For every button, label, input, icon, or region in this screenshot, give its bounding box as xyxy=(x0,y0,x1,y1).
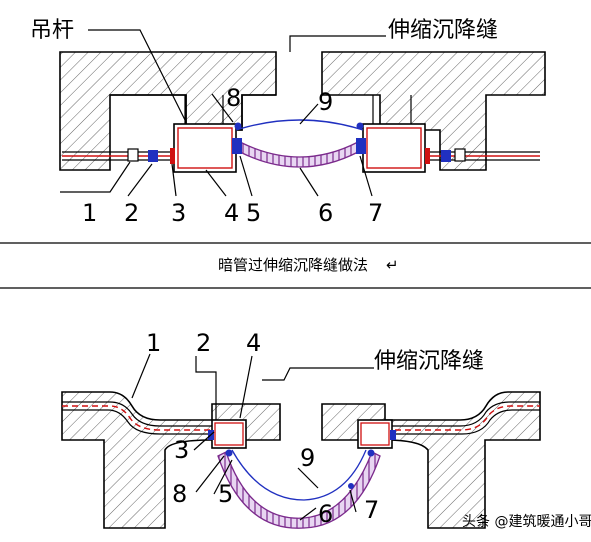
bottom-callout-5: 5 xyxy=(218,480,233,508)
top-callout-9: 9 xyxy=(318,88,333,116)
bottom-left-junction-box xyxy=(211,419,247,449)
bottom-callout-2: 2 xyxy=(196,329,211,357)
top-callout-8: 8 xyxy=(226,84,241,112)
top-callout-1: 1 xyxy=(82,199,97,227)
bottom-callout-4: 4 xyxy=(246,329,261,357)
top-flexible-bellows xyxy=(239,140,359,168)
bottom-callout-6: 6 xyxy=(318,500,333,528)
caption-return-mark: ↵ xyxy=(386,256,399,274)
bottom-callout-1: 1 xyxy=(146,329,161,357)
top-callout-2: 2 xyxy=(124,199,139,227)
top-hanger-label: 吊杆 xyxy=(30,18,74,43)
bottom-diagram: 1 2 4 伸缩沉降缝 3 8 5 9 6 7 头条 @建筑暖通小哥 xyxy=(61,329,591,530)
top-right-slab xyxy=(321,51,546,171)
bottom-callout-3: 3 xyxy=(174,436,189,464)
bottom-joint-label: 伸缩沉降缝 xyxy=(374,349,484,374)
top-joint-label: 伸缩沉降缝 xyxy=(388,18,498,43)
bottom-callout-8: 8 xyxy=(172,480,187,508)
bottom-flexible-bellows xyxy=(217,451,381,529)
watermark: 头条 @建筑暖通小哥 xyxy=(462,513,591,530)
top-diagram: 吊杆 伸缩沉降缝 1 2 3 4 5 6 7 8 9 xyxy=(30,18,546,227)
top-callout-5: 5 xyxy=(246,199,261,227)
bottom-callout-9: 9 xyxy=(300,444,315,472)
top-callout-4: 4 xyxy=(224,199,239,227)
top-right-junction-box xyxy=(362,123,426,173)
bottom-ground-wire xyxy=(231,449,367,501)
top-ground-wire xyxy=(235,119,364,131)
caption: 暗管过伸缩沉降缝做法 xyxy=(218,256,368,274)
top-callout-6: 6 xyxy=(318,199,333,227)
top-callout-3: 3 xyxy=(171,199,186,227)
bottom-callout-7: 7 xyxy=(364,496,379,524)
top-callout-7: 7 xyxy=(368,199,383,227)
top-left-junction-box xyxy=(173,123,237,173)
bottom-right-junction-box xyxy=(357,419,393,449)
